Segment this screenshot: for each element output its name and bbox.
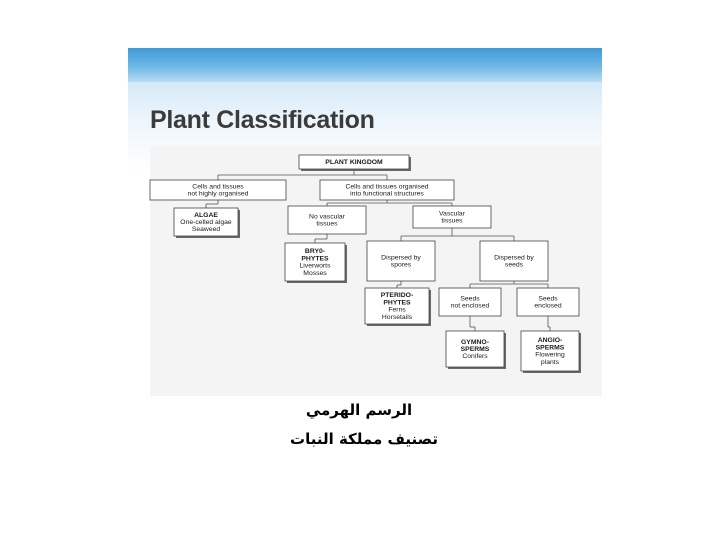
node-box: [287, 205, 367, 235]
node-box: [319, 179, 455, 201]
node-label: PHYTES: [383, 299, 411, 306]
node-label: Horsetails: [382, 314, 413, 321]
slide-title: Plant Classification: [150, 106, 375, 134]
node-label: Seaweed: [192, 226, 221, 233]
node-box: [298, 154, 410, 170]
node-label: BRY0-: [305, 248, 325, 255]
node-label: Ferns: [388, 307, 406, 314]
node-box: [412, 205, 492, 229]
node-label: Dispersed by: [494, 254, 534, 261]
node-label: seeds: [505, 262, 524, 269]
node-label: Vascular: [439, 210, 466, 217]
node-root: PLANT KINGDOM: [298, 154, 411, 171]
node-label: PHYTES: [301, 255, 329, 262]
node-box: [516, 287, 580, 317]
node-box: [284, 242, 346, 282]
node-label: not enclosed: [451, 303, 490, 310]
node-box: [364, 287, 430, 325]
node-box: [445, 330, 505, 368]
node-label: Dispersed by: [381, 254, 421, 261]
node-box: [479, 240, 549, 282]
node-label: Conifers: [462, 353, 488, 360]
caption-line-2: تصنيف مملكة النبات: [290, 430, 438, 448]
node-label: ALGAE: [194, 212, 218, 219]
node-label: enclosed: [534, 303, 561, 310]
node-label: SPERMS: [536, 344, 565, 351]
node-label: Seeds: [460, 295, 480, 302]
node-label: Seeds: [538, 295, 558, 302]
node-label: Cells and tissues: [192, 183, 244, 190]
node-label: Liverworts: [300, 263, 332, 270]
slide-header-band: [128, 48, 602, 82]
tree-connectors: [205, 169, 551, 331]
node-label: Flowering: [535, 352, 565, 359]
node-label: tissues: [441, 218, 463, 225]
node-label: not highly organised: [188, 191, 249, 198]
node-box: [149, 179, 287, 201]
node-label: Mosses: [303, 270, 327, 277]
node-box: [520, 330, 580, 372]
node-box: [173, 207, 239, 237]
node-label: into functional structures: [350, 191, 424, 198]
caption-line-1: الرسم الهرمي: [305, 401, 413, 419]
node-label: SPERMS: [461, 346, 490, 353]
node-box: [366, 240, 436, 282]
node-label: spores: [391, 262, 412, 269]
node-label: PLANT KINGDOM: [325, 159, 383, 166]
node-label: Cells and tissues organised: [345, 183, 428, 190]
node-label: PTERIDO-: [381, 292, 413, 299]
node-box: [438, 287, 502, 317]
node-label: ANGIO-: [538, 337, 563, 344]
node-label: tissues: [316, 221, 338, 228]
node-label: No vascular: [309, 213, 346, 220]
node-label: One-celled algae: [180, 219, 232, 226]
slide-image: Plant Classification PLANT KINGDOM Cells …: [128, 48, 602, 396]
node-label: GYMNO-: [461, 339, 489, 346]
node-label: plants: [541, 359, 560, 366]
